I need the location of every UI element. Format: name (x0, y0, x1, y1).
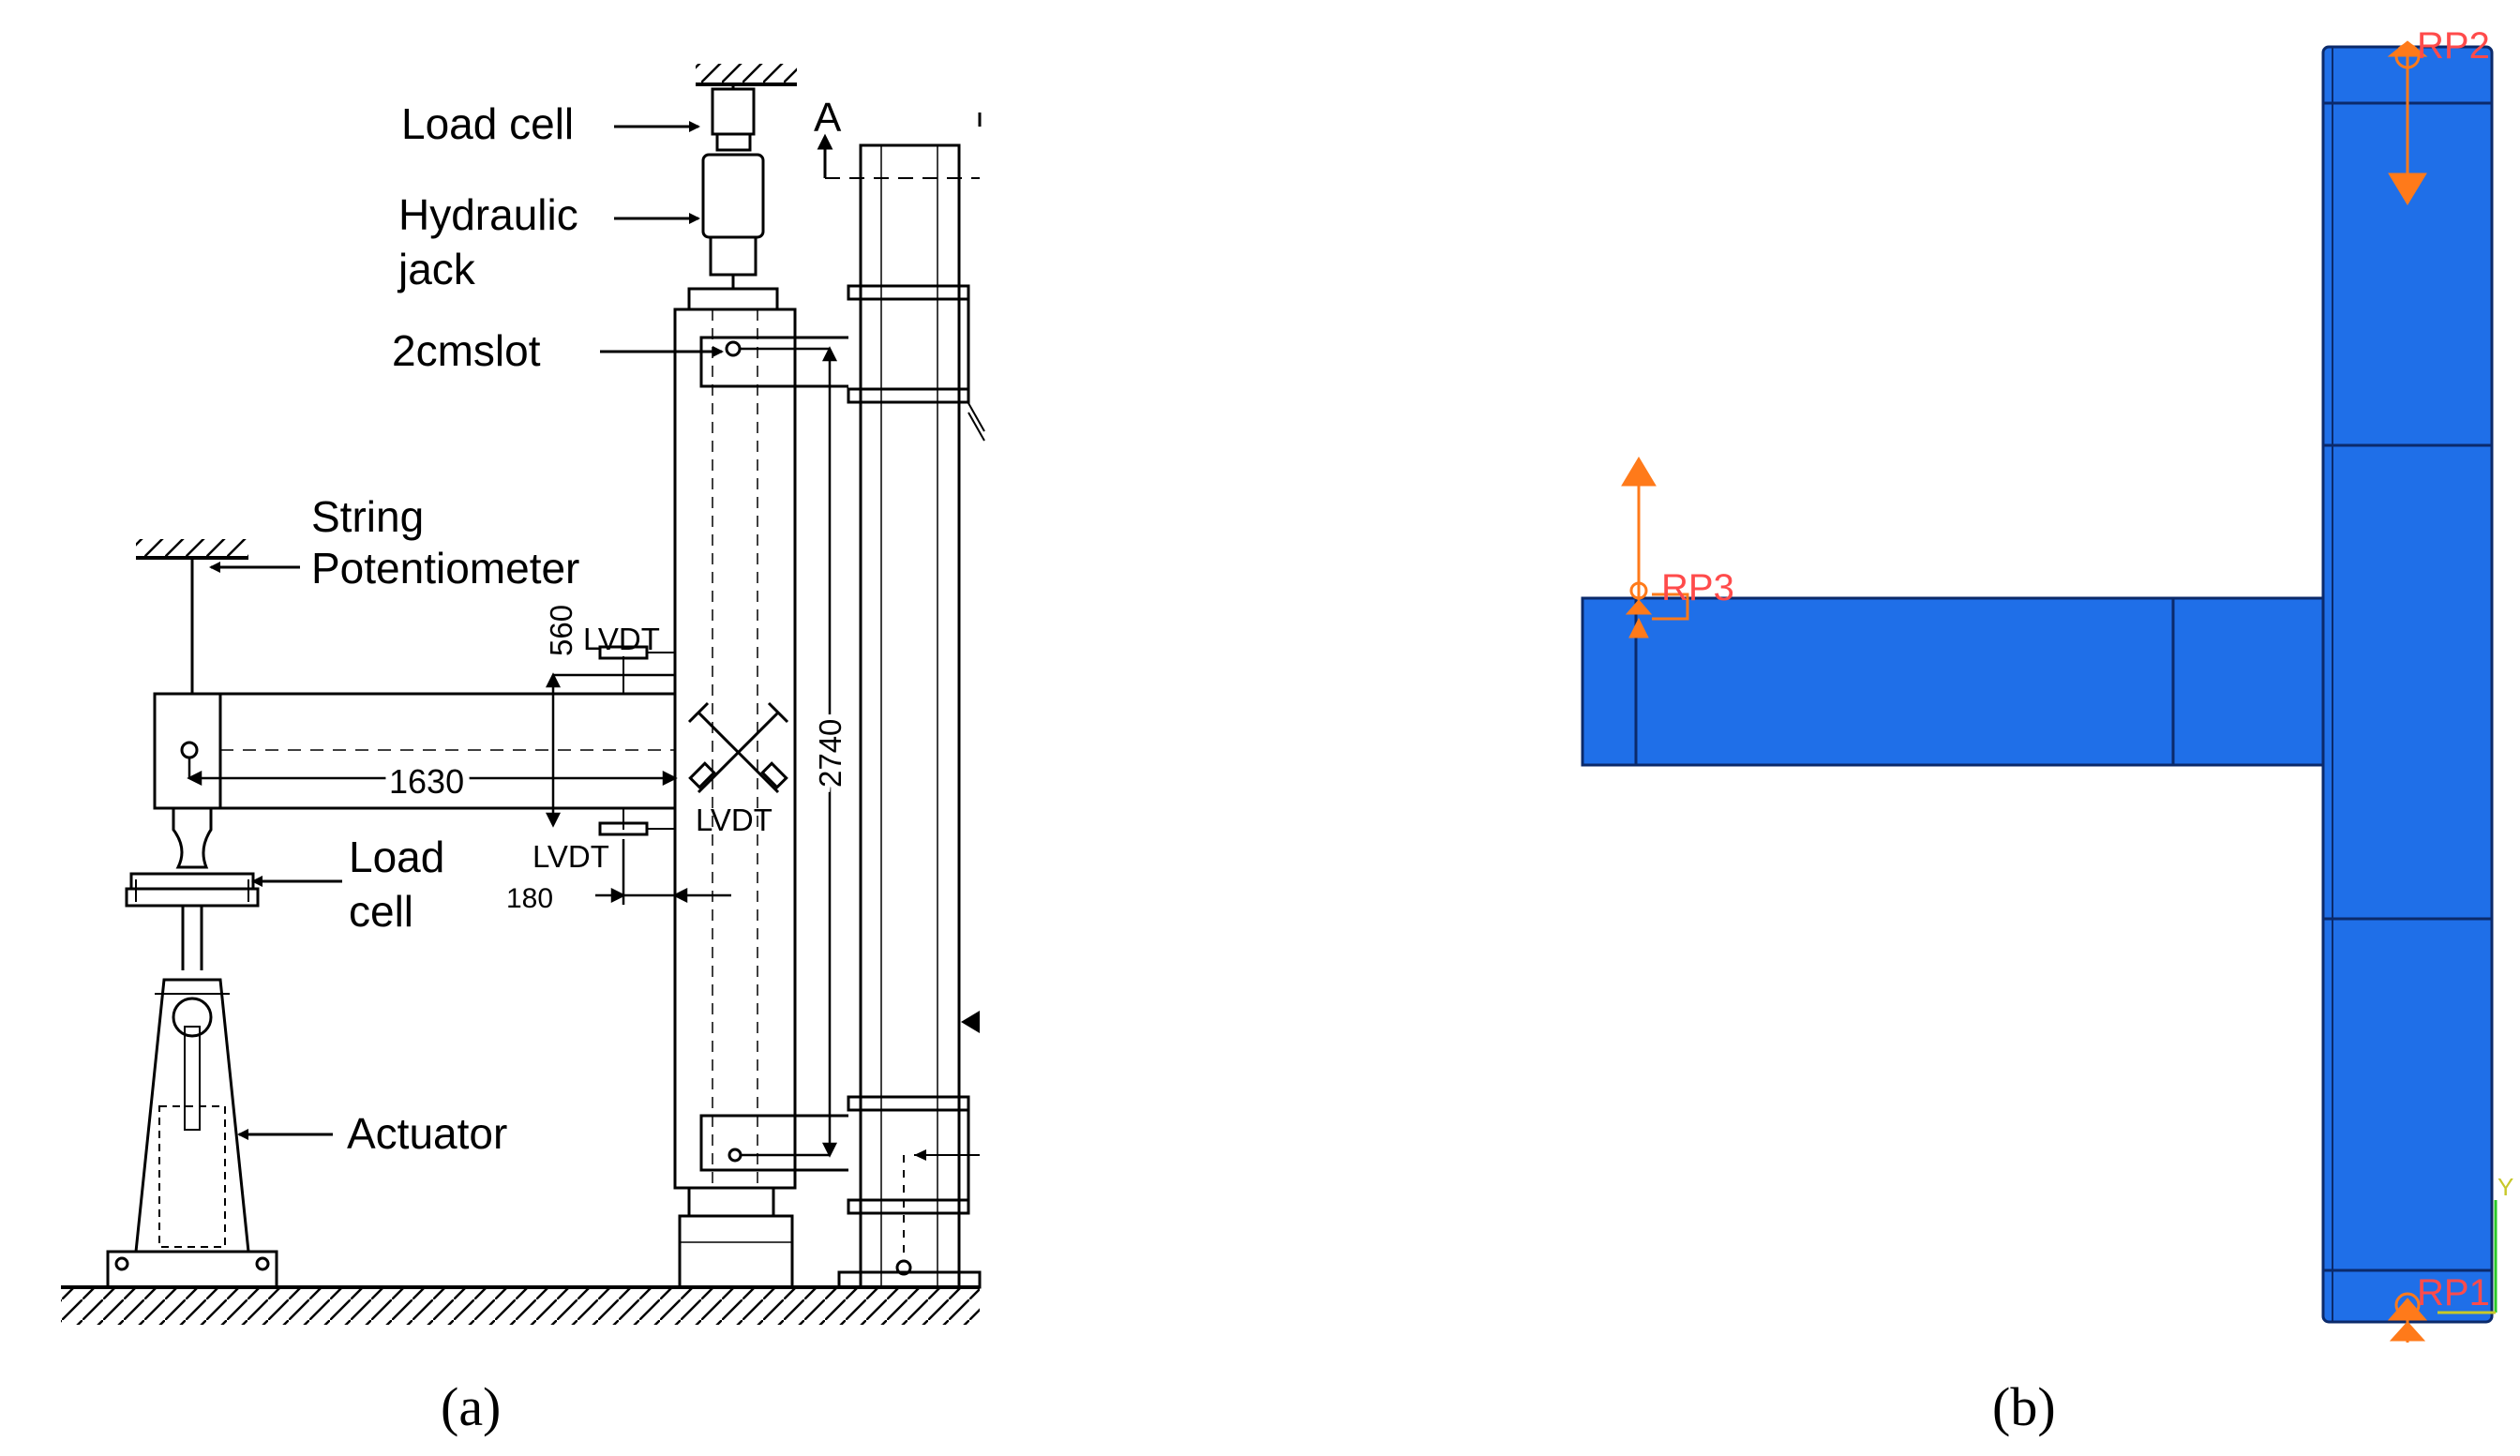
rp3-label: RP3 (1661, 567, 1734, 608)
fe-column (2321, 45, 2494, 1324)
hydraulic-jack (701, 153, 765, 289)
lower-bracket (699, 1114, 848, 1172)
label-string-2: Potentiometer (311, 544, 579, 593)
lvdt-cross (687, 701, 789, 794)
label-actuator: Actuator (347, 1109, 507, 1158)
top-support (696, 64, 797, 86)
rp2-load-arrow: RP2 (2387, 25, 2490, 205)
label-lvdt-upper: LVDT (583, 622, 660, 656)
upper-bracket (699, 336, 848, 388)
side-marker (961, 1011, 980, 1033)
rp2-label: RP2 (2417, 25, 2490, 67)
panel-a-labels: Load cell Hydraulic jack 2cmslot String … (311, 99, 853, 1437)
lvdt-lower (598, 808, 675, 836)
dimension-560 (545, 672, 675, 828)
string-potentiometer (136, 539, 248, 694)
dimension-180 (595, 839, 731, 905)
dim-1630-text: 1630 (389, 762, 464, 801)
dim-560-text: 560 (544, 605, 578, 656)
beam (153, 692, 677, 810)
reaction-frame (837, 143, 985, 1289)
label-load-cell-bottom-1: Load (349, 833, 444, 881)
label-load-cell-top: Load cell (401, 99, 574, 148)
fe-model: RP3 RP2 RP1 Y (b) (1581, 25, 2513, 1437)
load-cell-top (711, 84, 756, 152)
dim-2740-text: 2740 (813, 719, 848, 788)
rp1-label: RP1 (2417, 1272, 2490, 1313)
actuator-assembly (106, 808, 278, 1289)
axis-y-label: Y (2498, 1173, 2513, 1201)
axis-triad: Y (2438, 1173, 2513, 1314)
dim-180-text: 180 (506, 883, 553, 914)
label-hydraulic-jack-2: jack (397, 245, 476, 293)
fe-beam (1581, 596, 2325, 767)
ground-line (61, 1285, 980, 1325)
rp1-support: RP1 (2387, 1272, 2490, 1343)
caption-b: (b) (1992, 1376, 2056, 1437)
test-setup-schematic: A (61, 64, 985, 1325)
label-hydraulic-jack-1: Hydraulic (398, 190, 578, 239)
dimension-2740 (741, 346, 838, 1158)
dimension-1630 (187, 758, 678, 787)
caption-a: (a) (441, 1376, 501, 1437)
label-lvdt-lower: LVDT (532, 839, 609, 874)
section-marker: A (814, 95, 982, 179)
label-lvdt-cross: LVDT (696, 803, 772, 837)
label-string-1: String (311, 492, 424, 541)
loading-head (687, 287, 779, 311)
label-load-cell-bottom-2: cell (349, 887, 413, 936)
section-label: A (814, 95, 842, 141)
label-slot: 2cmslot (392, 326, 541, 375)
column-base (678, 1186, 794, 1289)
rp3-load-arrow: RP3 (1621, 457, 1734, 638)
